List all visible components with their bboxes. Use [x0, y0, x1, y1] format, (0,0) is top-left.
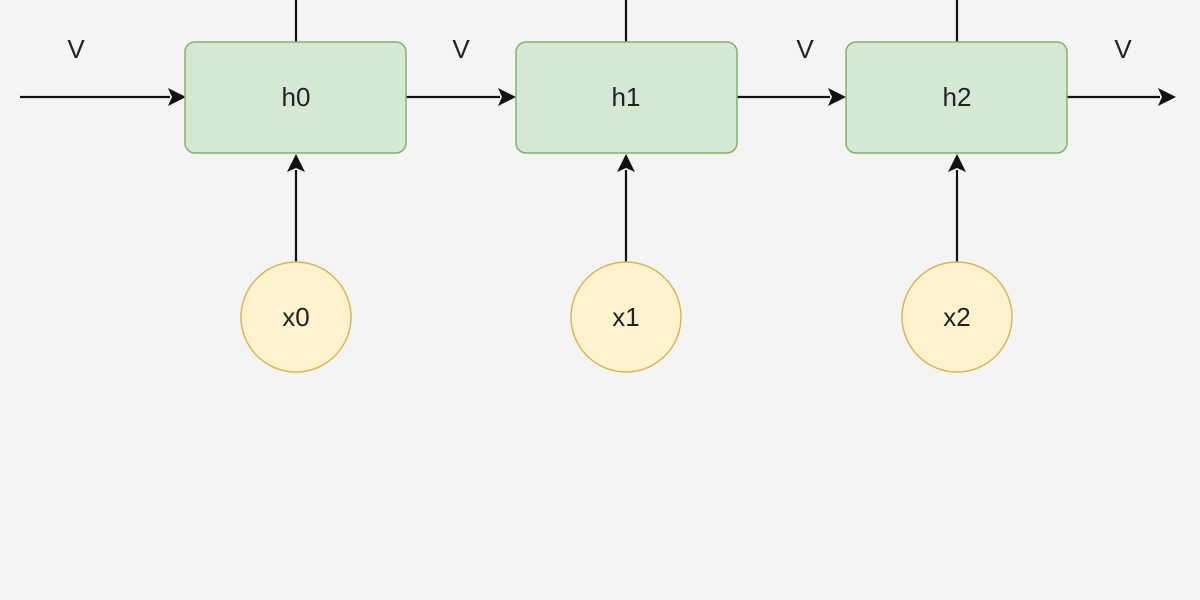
input-node-x2: x2 [901, 261, 1013, 373]
input-node-label: x2 [943, 302, 970, 332]
output-stubs [294, 0, 959, 42]
recurrent-edges: V V V V [20, 34, 1176, 106]
input-node-x0: x0 [240, 261, 352, 373]
input-node-label: x0 [282, 302, 309, 332]
arrowhead-icon [948, 154, 966, 172]
edge-label-v: V [796, 34, 814, 64]
hidden-node-h2: h2 [845, 41, 1068, 154]
edge-h2-to-end: V [1067, 34, 1176, 106]
input-node-x1: x1 [570, 261, 682, 373]
arrowhead-icon [287, 154, 305, 172]
input-node-label: x1 [612, 302, 639, 332]
edge-x1-to-h1 [617, 154, 635, 262]
hidden-state-nodes: h0 h1 h2 [184, 41, 1068, 154]
hidden-node-label: h2 [943, 82, 972, 112]
arrowhead-icon [828, 88, 846, 106]
edge-start-to-h0: V [20, 34, 186, 106]
edge-label-v: V [1114, 34, 1132, 64]
arrowhead-icon [1158, 88, 1176, 106]
arrowhead-icon [168, 88, 186, 106]
input-edges [287, 154, 966, 262]
edge-x0-to-h0 [287, 154, 305, 262]
hidden-node-label: h1 [612, 82, 641, 112]
arrowhead-icon [498, 88, 516, 106]
edge-label-v: V [452, 34, 470, 64]
input-nodes: x0 x1 x2 [240, 261, 1013, 373]
hidden-node-h1: h1 [515, 41, 738, 154]
hidden-node-label: h0 [282, 82, 311, 112]
edge-h1-to-h2: V [737, 34, 846, 106]
arrowhead-icon [617, 154, 635, 172]
edge-label-v: V [67, 34, 85, 64]
edge-x2-to-h2 [948, 154, 966, 262]
hidden-node-h0: h0 [184, 41, 407, 154]
edge-h0-to-h1: V [406, 34, 516, 106]
